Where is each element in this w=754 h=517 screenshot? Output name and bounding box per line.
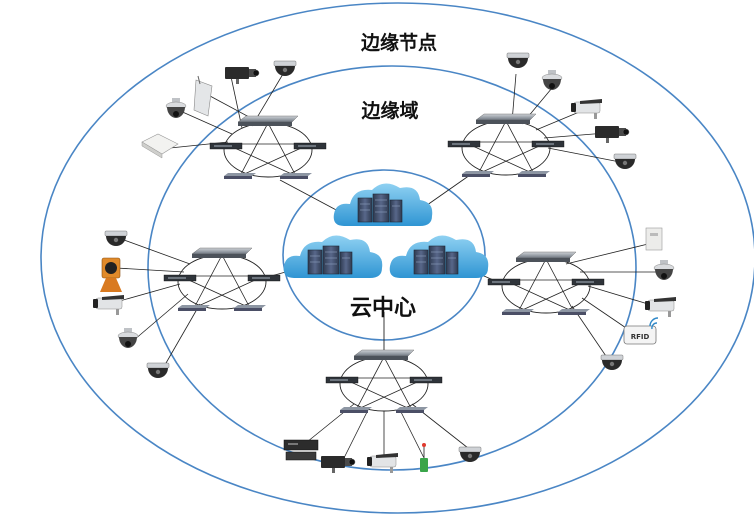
middle-ring-label: 边缘域 — [361, 100, 419, 122]
io-module-icon — [141, 133, 179, 159]
cloud-server-right — [389, 235, 489, 279]
speed-dome-camera-icon — [117, 327, 139, 349]
outer-ring-label: 边缘节点 — [360, 32, 438, 54]
dome-camera-icon — [613, 153, 637, 170]
dome-camera-icon — [146, 362, 170, 379]
rfid-reader-icon: RFID — [623, 317, 659, 345]
dome-camera-icon — [104, 230, 128, 247]
dome-camera-icon — [506, 52, 530, 69]
speed-dome-camera-icon — [653, 259, 675, 281]
cluster-bottom — [283, 349, 482, 474]
box-camera-icon — [224, 66, 260, 85]
inner-ring-label: 云中心 — [349, 296, 417, 321]
bullet-camera-icon — [644, 296, 677, 318]
cluster-top-right — [447, 52, 637, 177]
rfid-badge-text: RFID — [631, 333, 650, 341]
box-camera-icon — [320, 455, 356, 474]
box-camera-icon — [594, 125, 630, 144]
nvr-recorder-icon — [283, 439, 319, 461]
cluster-top-left — [141, 60, 327, 179]
outer-ring — [40, 2, 754, 514]
speed-dome-camera-icon — [165, 97, 187, 119]
speed-dome-camera-icon — [541, 69, 563, 91]
wireless-sensor-icon — [420, 443, 428, 472]
cloud-server-left — [283, 235, 383, 279]
cluster-left — [92, 230, 281, 379]
bullet-camera-icon — [92, 294, 125, 316]
access-panel-icon — [645, 227, 663, 251]
cloud-server-top — [333, 183, 433, 227]
dome-camera-icon — [458, 446, 482, 463]
cluster-right: RFID — [487, 227, 677, 371]
bullet-camera-icon — [570, 98, 603, 120]
industrial-camera-icon — [100, 257, 122, 292]
dome-camera-icon — [273, 60, 297, 77]
panel-antenna-icon — [193, 75, 213, 117]
